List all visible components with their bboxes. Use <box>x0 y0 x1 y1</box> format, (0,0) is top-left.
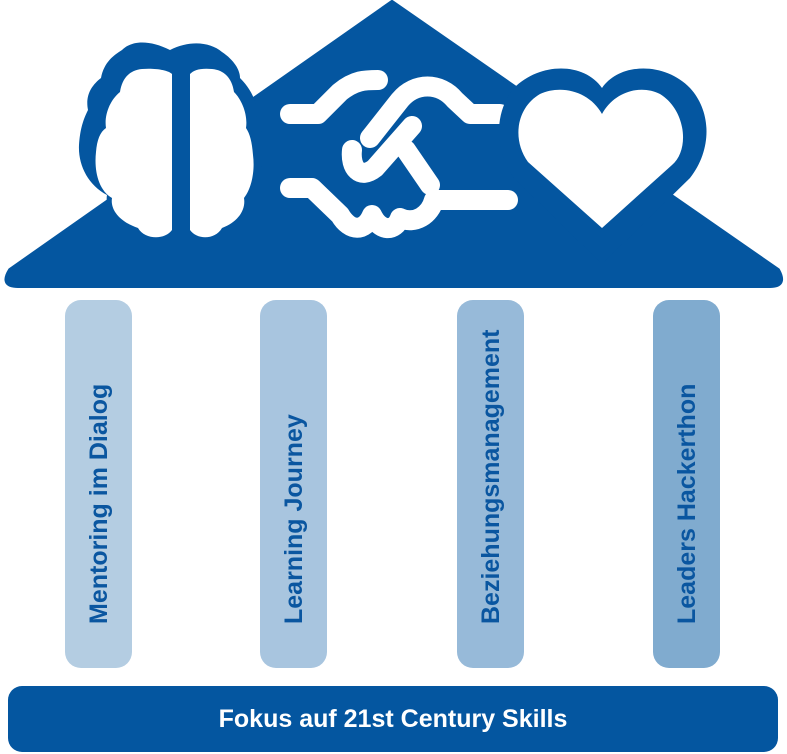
pillar-label: Learning Journey <box>279 414 308 624</box>
pillar-beziehungsmanagement: Beziehungsmanagement <box>457 300 524 668</box>
pillar-leaders-hackerthon: Leaders Hackerthon <box>653 300 720 668</box>
heart-icon <box>499 68 707 264</box>
handshake-icon <box>280 70 518 239</box>
roof <box>4 0 784 288</box>
pillar-learning-journey: Learning Journey <box>260 300 327 668</box>
pillar-label: Beziehungsmanagement <box>476 329 505 624</box>
foundation-bar: Fokus auf 21st Century Skills <box>8 686 778 752</box>
pillar-label: Mentoring im Dialog <box>84 383 113 624</box>
pillar-label: Leaders Hackerthon <box>672 383 701 624</box>
brain-icon <box>78 42 264 240</box>
foundation-label: Fokus auf 21st Century Skills <box>218 704 568 733</box>
pillar-mentoring: Mentoring im Dialog <box>65 300 132 668</box>
